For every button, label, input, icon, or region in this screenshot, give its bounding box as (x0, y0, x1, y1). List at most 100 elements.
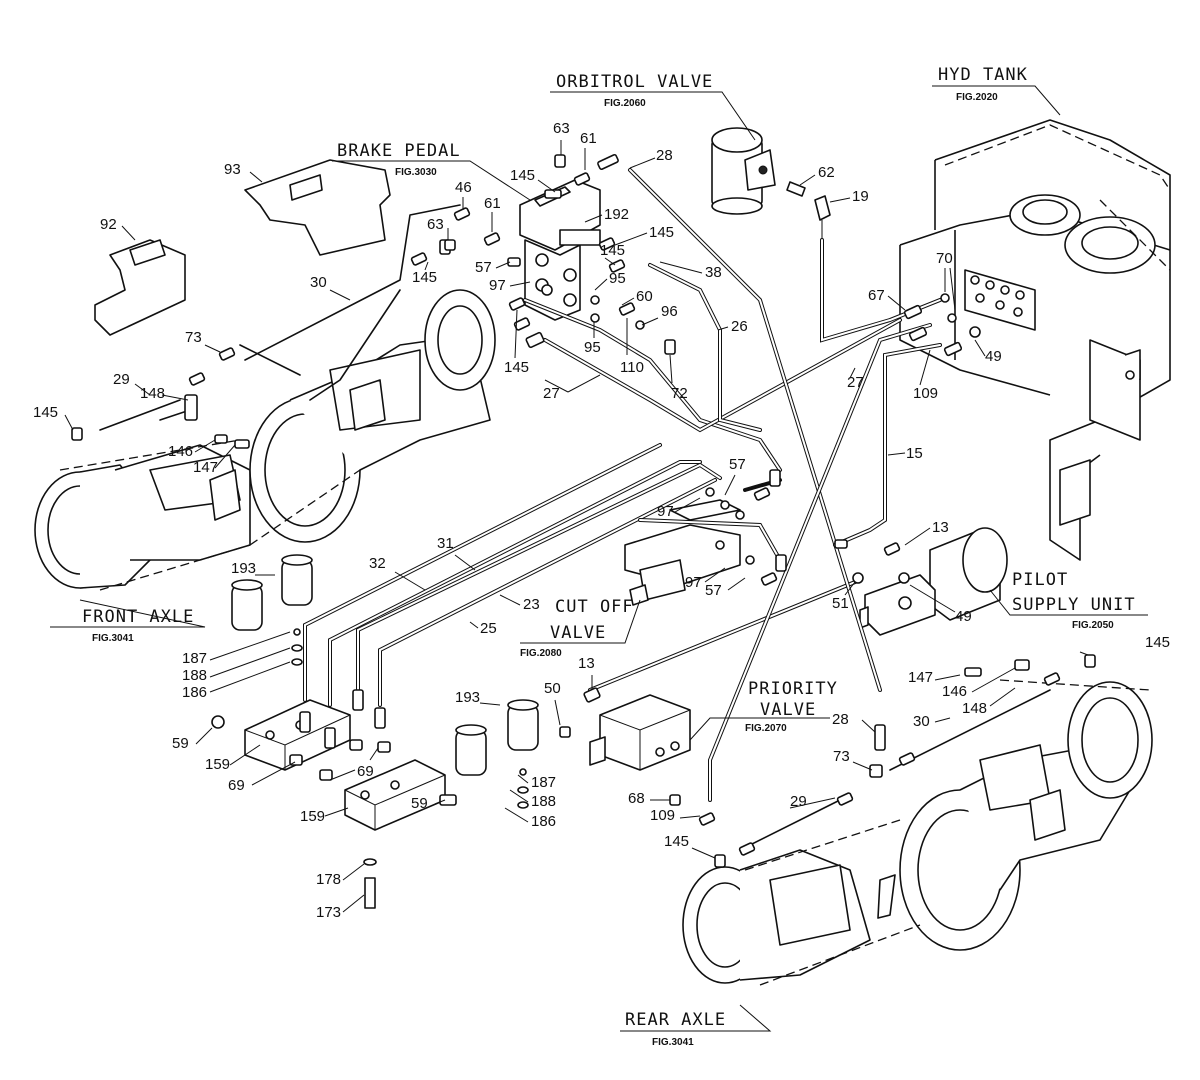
front-axle-fig: FIG.3041 (92, 633, 134, 644)
hyd-tank (899, 119, 1171, 561)
callout: 62 (818, 164, 835, 181)
seal-stack (291, 628, 529, 909)
cut-off-valve-fig: FIG.2080 (520, 648, 562, 659)
cut-off-valve-name-2: VALVE (550, 623, 606, 643)
pilot-supply-unit-name-1: PILOT (1012, 570, 1068, 590)
orbitrol-valve (711, 127, 831, 250)
plate-92 (94, 239, 186, 336)
callout: 57 (705, 582, 722, 599)
hyd-tank-fig: FIG.2020 (956, 92, 998, 103)
pilot-supply-unit (859, 527, 1008, 636)
pilot-supply-unit-name-2: SUPPLY UNIT (1012, 595, 1136, 615)
callout: 148 (962, 700, 987, 717)
rear-axle-fig: FIG.3041 (652, 1037, 694, 1048)
callout: 186 (182, 684, 207, 701)
callout: 13 (932, 519, 949, 536)
callout: 63 (427, 216, 444, 233)
callout: 59 (411, 795, 428, 812)
callout: 61 (580, 130, 597, 147)
callout: 28 (832, 711, 849, 728)
callout: 178 (316, 871, 341, 888)
callout: 146 (168, 443, 193, 460)
callout: 67 (868, 287, 885, 304)
callout: 59 (172, 735, 189, 752)
callout: 73 (185, 329, 202, 346)
callout: 93 (224, 161, 241, 178)
priority-valve-fig: FIG.2070 (745, 723, 787, 734)
callout: 15 (906, 445, 923, 462)
callout: 30 (913, 713, 930, 730)
callout: 28 (656, 147, 673, 164)
callout: 146 (942, 683, 967, 700)
front-axle-name: FRONT AXLE (82, 607, 194, 627)
callout: 49 (985, 348, 1002, 365)
callout: 110 (620, 359, 644, 376)
callout: 69 (357, 763, 374, 780)
callout: 26 (731, 318, 748, 335)
callout: 187 (182, 650, 207, 667)
callout: 192 (604, 206, 629, 223)
orbitrol-valve-fig: FIG.2060 (604, 98, 646, 109)
manifold-block-lower (344, 759, 446, 831)
callout: 159 (300, 808, 325, 825)
callout: 57 (729, 456, 746, 473)
callout: 27 (847, 374, 864, 391)
pilot-supply-unit-fig: FIG.2050 (1072, 620, 1114, 631)
priority-valve-name-2: VALVE (760, 700, 816, 720)
rear-axle-name: REAR AXLE (625, 1010, 726, 1030)
callout: 61 (484, 195, 501, 212)
callout: 60 (636, 288, 653, 305)
label-orbitrol-valve: ORBITROL VALVE FIG.2060 (550, 72, 756, 141)
callout: 145 (504, 359, 529, 376)
callout: 46 (455, 179, 472, 196)
callout: 109 (913, 385, 938, 402)
callout: 51 (832, 595, 849, 612)
callout: 95 (584, 339, 601, 356)
callout: 145 (33, 404, 58, 421)
label-rear-axle: REAR AXLE FIG.3041 (620, 1004, 772, 1048)
callout: 25 (480, 620, 497, 637)
callout: 187 (531, 774, 556, 791)
brake-pedal-name: BRAKE PEDAL (337, 141, 461, 161)
callout: 29 (113, 371, 130, 388)
callout: 38 (705, 264, 722, 281)
callout: 109 (650, 807, 675, 824)
label-pilot-supply-unit: PILOT SUPPLY UNIT FIG.2050 (989, 570, 1148, 631)
callout: 95 (609, 270, 626, 287)
accumulator-rear (455, 699, 539, 776)
callout: 19 (852, 188, 869, 205)
callout: 32 (369, 555, 386, 572)
brake-pedal-fig: FIG.3030 (395, 167, 437, 178)
fittings (71, 154, 1096, 868)
callout: 97 (685, 574, 702, 591)
callout: 73 (833, 748, 850, 765)
callout: 96 (661, 303, 678, 320)
cut-off-valve-name-1: CUT OFF (555, 597, 634, 617)
callout: 23 (523, 596, 540, 613)
callout: 29 (790, 793, 807, 810)
brake-pedal (519, 179, 601, 321)
callout: 193 (455, 689, 480, 706)
callout: 63 (553, 120, 570, 137)
accumulator-front (231, 554, 313, 631)
callout: 30 (310, 274, 327, 291)
label-hyd-tank: HYD TANK FIG.2020 (932, 65, 1061, 116)
orbitrol-valve-name: ORBITROL VALVE (556, 72, 713, 92)
callout: 148 (140, 385, 165, 402)
hydraulic-lines (99, 168, 1051, 851)
rear-axle (682, 679, 1153, 986)
callout: 27 (543, 385, 560, 402)
callout: 72 (671, 385, 688, 402)
callout: 13 (578, 655, 595, 672)
plate-93 (244, 159, 391, 256)
cut-off-valve (624, 499, 741, 606)
callout: 145 (664, 833, 689, 850)
label-priority-valve: PRIORITY VALVE FIG.2070 (689, 679, 837, 741)
callout: 69 (228, 777, 245, 794)
callout: 49 (955, 608, 972, 625)
front-axle (34, 289, 496, 591)
callout-numbers: 63 61 28 62 19 145 46 61 192 145 93 92 6… (33, 120, 1170, 921)
callout: 97 (489, 277, 506, 294)
callout: 188 (531, 793, 556, 810)
callout: 145 (600, 242, 625, 259)
